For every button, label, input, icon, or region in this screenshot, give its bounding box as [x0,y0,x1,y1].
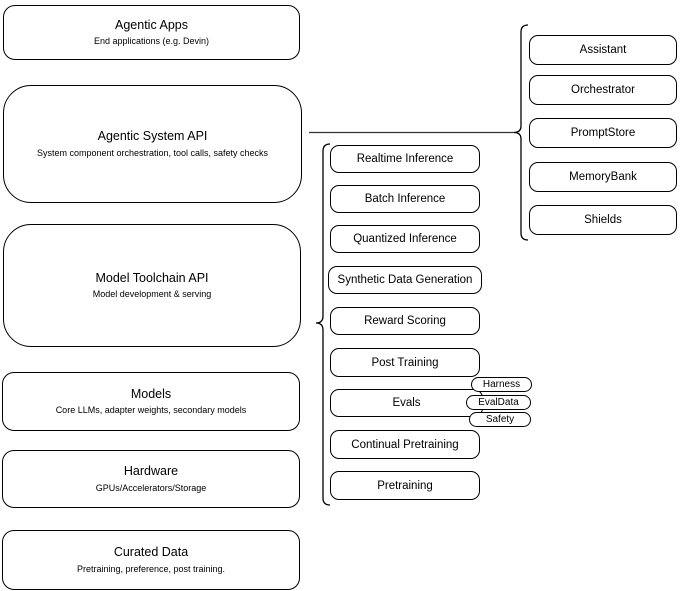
toolchain-node-continual-pretraining: Continual Pretraining [330,430,480,459]
layer-box-curated-data: Curated Data Pretraining, preference, po… [2,530,300,590]
layer-title: Models [130,386,172,401]
layer-box-agentic-system-api: Agentic System API System component orch… [3,85,302,203]
layer-subtitle: Pretraining, preference, post training. [76,563,226,574]
layer-box-model-toolchain-api: Model Toolchain API Model development & … [3,224,301,347]
layer-subtitle: Model development & serving [92,289,212,300]
component-node-memorybank: MemoryBank [529,162,677,192]
layer-title: Agentic Apps [115,17,188,32]
layer-subtitle: End applications (e.g. Devin) [93,36,210,47]
eval-tag-evaldata: EvalData [466,395,531,410]
layer-box-agentic-apps: Agentic Apps End applications (e.g. Devi… [3,5,300,60]
toolchain-node-evals: Evals [330,389,483,417]
layer-title: Hardware [123,464,179,479]
toolchain-node-synthetic-data-generation: Synthetic Data Generation [328,266,482,294]
layer-box-hardware: Hardware GPUs/Accelerators/Storage [2,450,300,508]
layer-subtitle: GPUs/Accelerators/Storage [95,482,207,493]
toolchain-node-quantized-inference: Quantized Inference [330,225,480,253]
layer-title: Curated Data [113,545,189,560]
toolchain-node-reward-scoring: Reward Scoring [330,307,480,335]
toolchain-node-realtime-inference: Realtime Inference [330,145,480,173]
toolchain-node-post-training: Post Training [330,348,480,377]
component-node-assistant: Assistant [529,35,677,65]
layer-title: Agentic System API [97,129,208,144]
component-node-shields: Shields [529,205,677,235]
toolchain-brace [315,143,331,506]
toolchain-node-pretraining: Pretraining [330,471,480,500]
layer-box-models: Models Core LLMs, adapter weights, secon… [2,372,300,431]
eval-tag-harness: Harness [471,377,532,392]
eval-tag-safety: Safety [469,412,531,427]
toolchain-node-batch-inference: Batch Inference [330,185,480,213]
component-node-orchestrator: Orchestrator [529,75,677,105]
components-brace [513,24,529,241]
component-node-promptstore: PromptStore [529,118,677,148]
layer-subtitle: System component orchestration, tool cal… [36,147,269,158]
layer-title: Model Toolchain API [95,270,209,285]
layer-subtitle: Core LLMs, adapter weights, secondary mo… [55,405,247,416]
